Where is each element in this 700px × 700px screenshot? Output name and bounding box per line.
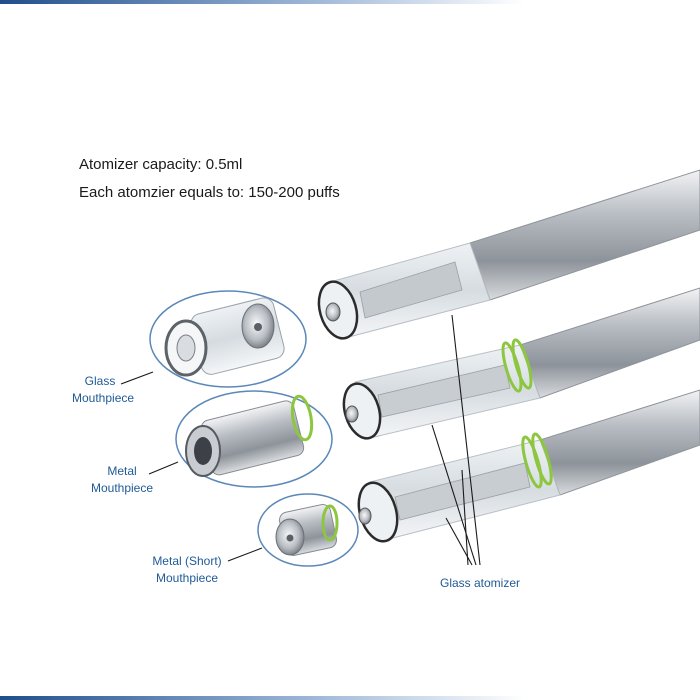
glass-mouthpiece-detail [149, 290, 307, 388]
metal-mouthpiece-label-line2: Mouthpiece [90, 481, 154, 495]
top-accent-bar [0, 0, 700, 4]
metal-short-mouthpiece-label-line1: Metal (Short) [152, 554, 222, 568]
vape-pen-3 [357, 389, 700, 543]
metal-mouthpiece-label: Metal Mouthpiece [86, 463, 158, 497]
leader-lines [120, 314, 481, 566]
glass-mouthpiece-label: Glass Mouthpiece [72, 373, 135, 407]
puffs-per-atomizer-text: Each atomzier equals to: 150-200 puffs [79, 184, 340, 201]
vape-pen-2 [342, 287, 700, 440]
bottom-accent-bar [0, 696, 700, 700]
metal-mouthpiece-label-line1: Metal [107, 464, 137, 478]
metal-mouthpiece-detail [175, 390, 333, 488]
metal-short-mouthpiece-label: Metal (Short) Mouthpiece [140, 553, 234, 587]
metal-short-mouthpiece-label-line2: Mouthpiece [155, 571, 219, 585]
atomizer-capacity-text: Atomizer capacity: 0.5ml [79, 156, 243, 173]
metal-short-mouthpiece-detail [257, 493, 359, 567]
glass-mouthpiece-label-line2: Mouthpiece [72, 391, 135, 405]
glass-atomizer-label: Glass atomizer [439, 576, 521, 590]
vape-pen-1 [317, 169, 700, 340]
glass-mouthpiece-label-line1: Glass [84, 374, 116, 388]
